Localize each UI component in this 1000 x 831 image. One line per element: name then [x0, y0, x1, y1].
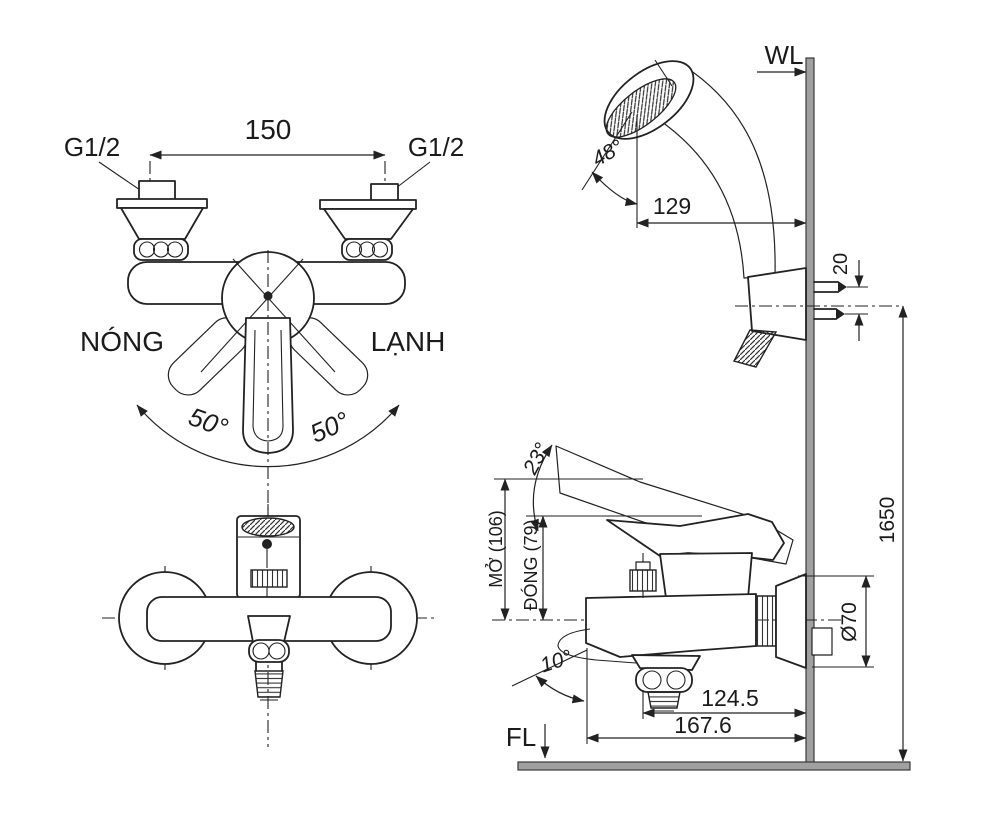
hand-shower: [603, 59, 776, 279]
body-housing: [585, 593, 757, 658]
phantom-axis-left: [200, 258, 304, 373]
eccentric-union-right: [319, 183, 417, 261]
angle-50-left-label: 50°: [185, 401, 232, 443]
floor-line: [517, 761, 911, 771]
shower-face: [605, 78, 677, 138]
leader-left: [98, 161, 141, 191]
mixer-body-side: [557, 553, 833, 712]
arc-48: [591, 171, 638, 207]
dim-open-label: MỞ (106): [485, 510, 506, 587]
side-view: WL FL 48° 129: [485, 40, 911, 771]
inwall-fitting: [811, 627, 833, 656]
dim-70-label: Ø70: [838, 602, 861, 642]
leader-right: [395, 161, 431, 189]
dim-167-label: 167.6: [674, 712, 732, 738]
hot-label: NÓNG: [80, 326, 164, 357]
shower-axis-line: [581, 111, 633, 191]
dim-1650-label: 1650: [876, 497, 899, 544]
dim-124-label: 124.5: [701, 685, 759, 711]
diverter-knob: [629, 569, 657, 592]
spout-tip: [557, 628, 597, 661]
swing-arc: [136, 404, 400, 468]
pivot-dot: [263, 291, 273, 301]
dim-closed-label: ĐÓNG (79): [520, 519, 541, 610]
shower-holder: [732, 267, 847, 368]
connection-nut: [755, 595, 777, 647]
thread-size-left-label: G1/2: [64, 132, 120, 162]
dim-150-label: 150: [245, 114, 292, 145]
eccentric-union-left: [116, 180, 208, 261]
lever-closed-position: [606, 513, 785, 599]
wl-label: WL: [765, 40, 804, 70]
diverter-outlet-front: [247, 615, 291, 701]
mount-pin-bottom: [813, 308, 837, 320]
wall-flange: [775, 573, 807, 669]
mount-pin-top: [813, 281, 839, 293]
dim-20-label: 20: [830, 253, 852, 275]
hose-below-holder: [732, 329, 778, 368]
angle-23-label: 23°: [518, 439, 554, 479]
angle-10-label: 10°: [537, 646, 574, 678]
handle-front: [242, 317, 294, 454]
fl-label: FL: [506, 722, 536, 752]
dim-129-label: 129: [653, 193, 691, 219]
phantom-axis-right: [232, 258, 336, 373]
front-view-bottom: [102, 504, 434, 747]
wall-line: [805, 57, 815, 765]
cold-label: LẠNH: [371, 326, 446, 357]
angle-50-right-label: 50°: [306, 405, 354, 448]
handle-top-front: [236, 515, 301, 599]
angle-48-label: 48°: [588, 135, 627, 171]
arc-23: [530, 444, 553, 532]
front-view-top: 150 G1/2 G1/2: [64, 114, 464, 533]
cartridge-ring: [250, 569, 288, 588]
hose-thread-outlet: [647, 691, 681, 709]
thread-size-right-label: G1/2: [408, 132, 464, 162]
spout-angle-line: [511, 649, 588, 687]
arc-10: [535, 675, 585, 704]
